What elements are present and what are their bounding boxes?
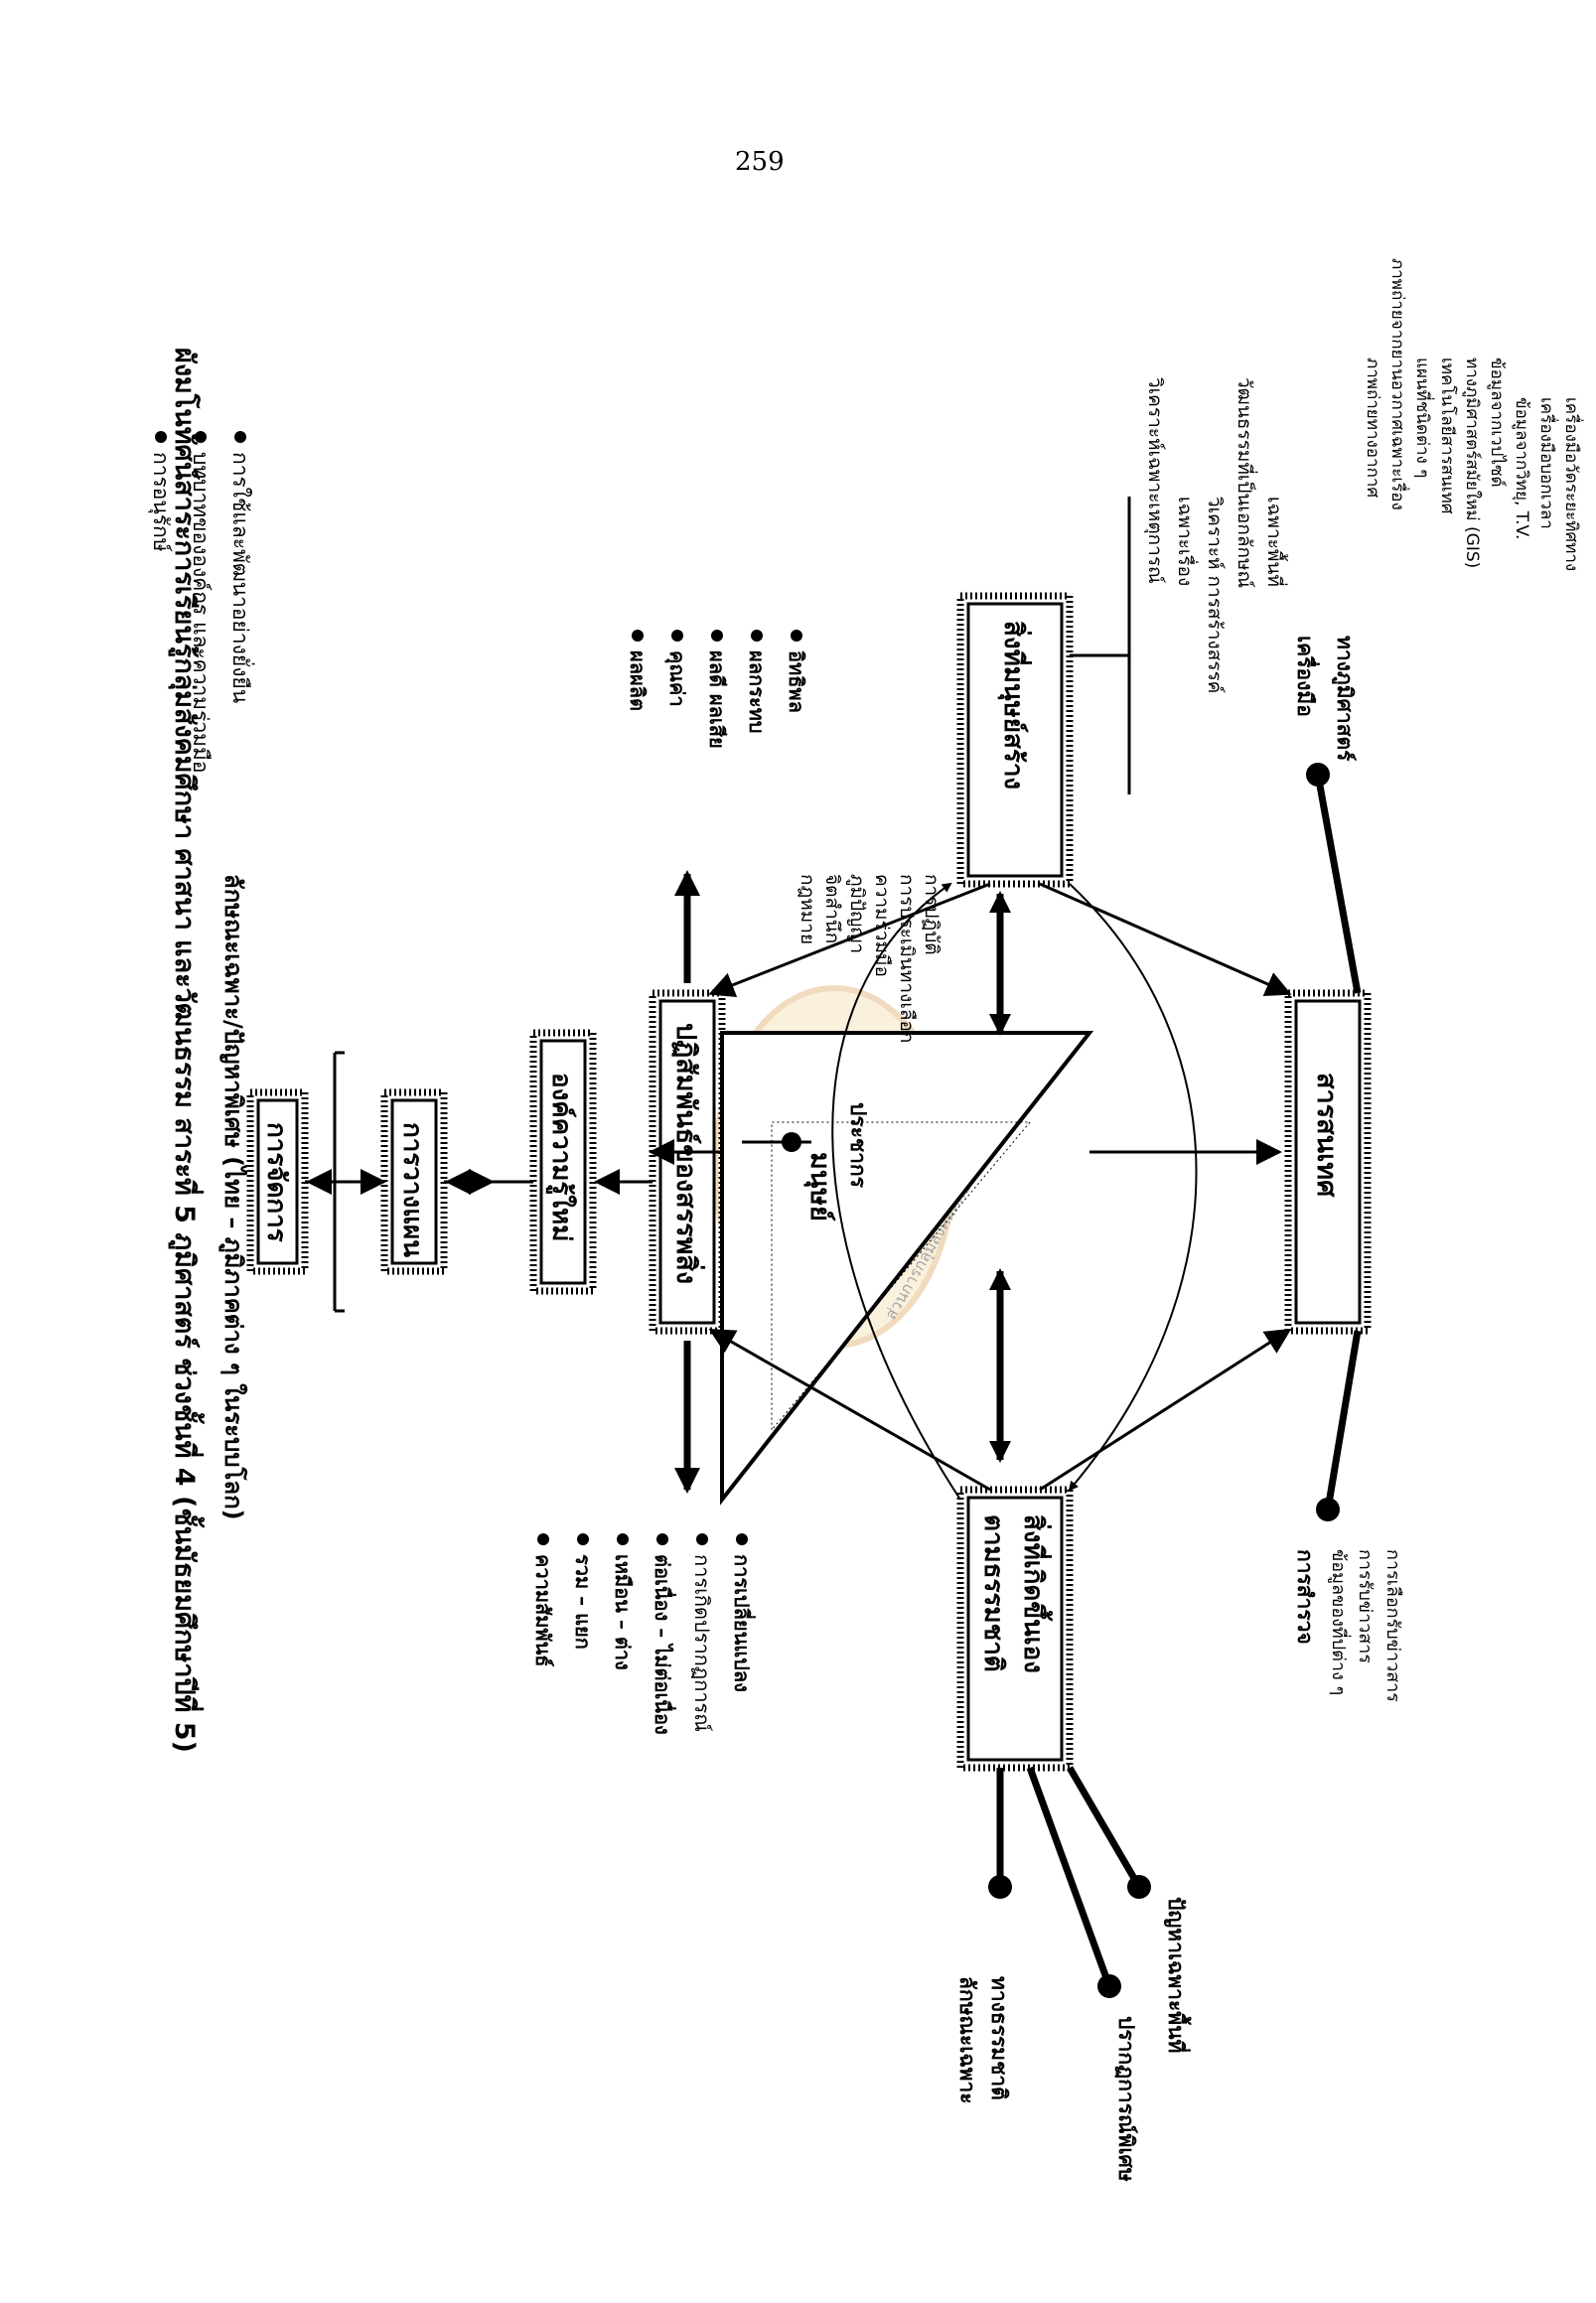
management-note-1: การใช้และพัฒนาอย่างยั่งยืน bbox=[228, 452, 255, 703]
interaction-label: ปฏิสัมพันธ์ของสรรพสิ่ง bbox=[670, 1023, 706, 1284]
human-node: มนุษย์ bbox=[720, 1031, 1094, 1506]
management-label: การจัดการ bbox=[261, 1122, 291, 1242]
natural-feature-1: ลักษณะเฉพาะ bbox=[955, 1976, 979, 2104]
tools-item-7: ข้อมูลจากวิทยุ, T.V. bbox=[1512, 397, 1531, 539]
relation-5: การเกิดปรากฏการณ์ bbox=[690, 1554, 714, 1732]
interaction-box: ปฏิสัมพันธ์ของสรรพสิ่ง bbox=[649, 989, 726, 1335]
tools-item-2: ภาพถ่ายจากยานอวกาศเฉพาะเรื่อง bbox=[1387, 258, 1410, 510]
tools-item-9: เครื่องมือวัดระยะทิศทาง bbox=[1561, 397, 1584, 571]
info-box: สารสนเทศ bbox=[1284, 989, 1372, 1335]
tools-item-3: แผนที่ชนิดต่าง ๆ bbox=[1412, 358, 1435, 478]
effect-4: ผลกระทบ bbox=[745, 650, 769, 733]
tools-item-6: ข้อมูลจากเวปไซด์ bbox=[1487, 358, 1508, 488]
effect-3: ผลดี ผลเสีย bbox=[705, 650, 729, 749]
survey-item-2: การรับข่าวสาร bbox=[1355, 1549, 1376, 1663]
page-number: 259 bbox=[735, 147, 785, 177]
manmade-item-4: วัฒนธรรมที่เป็นเอกลักษณ์ bbox=[1233, 377, 1258, 588]
management-notes: การใช้และพัฒนาอย่างยั่งยืน บทบาทขององค์ก… bbox=[148, 431, 255, 773]
new-knowledge-box: องค์ความรู้ใหม่ bbox=[529, 1029, 597, 1295]
manmade-label: สิ่งที่มนุษย์สร้าง bbox=[997, 621, 1033, 790]
tools-item-5: ทางภูมิศาสตร์สมัยใหม่ (GIS) bbox=[1462, 358, 1483, 568]
population-item-5: การประเมินทางเลือก bbox=[896, 874, 918, 1043]
manmade-item-3: วิเคราะห์ การสร้างสรรค์ bbox=[1204, 497, 1226, 694]
natural-feature-3: ปรากฏการณ์พิเศษ bbox=[1114, 2016, 1138, 2182]
survey-item-1: ข้อมูลของที่ปต่าง ๆ bbox=[1328, 1549, 1352, 1695]
natural-feature-4: ปัญหาเฉพาะพื้นที่ bbox=[1163, 1897, 1192, 2053]
population-item-2: จิตสำนึก bbox=[821, 874, 843, 943]
relation-2: รวม – แยก bbox=[571, 1554, 595, 1650]
effect-1: ผลผลิต bbox=[626, 650, 650, 711]
new-knowledge-label: องค์ความรู้ใหม่ bbox=[545, 1073, 577, 1241]
relation-1: ความสัมพันธ์ bbox=[531, 1554, 555, 1666]
relation-6: การเปลี่ยนแปลง bbox=[730, 1554, 757, 1692]
natural-label-1: สิ่งที่เกิดขึ้นเอง bbox=[1018, 1514, 1054, 1673]
population-items: กฎหมาย จิตสำนึก ภูมิปัญญา ความร่วมมือ กา… bbox=[797, 874, 943, 1043]
natural-label-2: ตามธรรมชาติ bbox=[978, 1514, 1008, 1672]
planning-box: การวางแผน bbox=[380, 1088, 448, 1275]
effect-5: อิทธิพล bbox=[785, 650, 808, 713]
manmade-item-5: เฉพาะพื้นที่ bbox=[1263, 497, 1288, 587]
effect-2: คุณค่า bbox=[664, 650, 689, 707]
tools-sub: ทางภูมิศาสตร์ bbox=[1331, 636, 1357, 762]
diagram-subtitle: ลักษณะเฉพาะ/ปัญหาพิเศษ (ไทย – ภูมิภาคต่า… bbox=[218, 874, 248, 1520]
relation-bullets: ความสัมพันธ์ รวม – แยก เหมือน – ต่าง ต่อ… bbox=[531, 1533, 757, 1735]
population-item-3: ภูมิปัญญา bbox=[846, 874, 868, 953]
relation-3: เหมือน – ต่าง bbox=[611, 1554, 635, 1670]
population-item-4: ความร่วมมือ bbox=[871, 874, 893, 977]
info-label: สารสนเทศ bbox=[1311, 1073, 1342, 1198]
manmade-item-1: วิเคราะห์เฉพาะเหตุการณ์ bbox=[1143, 377, 1166, 584]
population-item-1: กฎหมาย bbox=[797, 874, 818, 944]
population-item-6: การปฏิบัติ bbox=[921, 874, 943, 955]
manmade-item-2: เฉพาะเรื่อง bbox=[1174, 497, 1199, 586]
survey-item-3: การเลือกรับข่าวสาร bbox=[1382, 1549, 1403, 1702]
manmade-box: สิ่งที่มนุษย์สร้าง bbox=[956, 592, 1074, 888]
natural-box: สิ่งที่เกิดขึ้นเอง ตามธรรมชาติ bbox=[956, 1486, 1074, 1772]
tools-item-4: เทคโนโลยีสารสนเทศ bbox=[1437, 358, 1458, 514]
natural-features: ลักษณะเฉพาะ ทางธรรมชาติ ปรากฏการณ์พิเศษ … bbox=[955, 1897, 1192, 2182]
tools-item-8: เครื่องมือบอกเวลา bbox=[1536, 397, 1559, 529]
management-note-3: การอนุรักษ์ bbox=[148, 452, 173, 552]
tools-label: เครื่องมือ bbox=[1293, 636, 1321, 717]
population-label: ประชากร bbox=[846, 1102, 870, 1189]
natural-feature-2: ทางธรรมชาติ bbox=[987, 1976, 1011, 2100]
diagram-title: ผังมโนทัศน์สาระการเรียนรู้กลุ่มสังคมศึกษ… bbox=[168, 348, 206, 1753]
tools-items: ภาพถ่ายทางอากาศ ภาพถ่ายจากยานอวกาศเฉพาะเ… bbox=[1363, 258, 1584, 571]
survey-label: การสำรวจ bbox=[1293, 1549, 1317, 1645]
survey-items: ข้อมูลของที่ปต่าง ๆ การรับข่าวสาร การเลื… bbox=[1328, 1549, 1403, 1702]
manmade-items: วิเคราะห์เฉพาะเหตุการณ์ เฉพาะเรื่อง วิเค… bbox=[1143, 377, 1288, 694]
human-label: มนุษย์ bbox=[803, 1152, 836, 1222]
management-note-2: บทบาทขององค์กร และความร่วมมือ bbox=[189, 452, 213, 773]
planning-label: การวางแผน bbox=[397, 1122, 427, 1257]
relation-4: ต่อเนื่อง – ไม่ต่อเนื่อง bbox=[651, 1554, 677, 1735]
tools-item-1: ภาพถ่ายทางอากาศ bbox=[1363, 358, 1382, 498]
effect-bullets: ผลผลิต คุณค่า ผลดี ผลเสีย ผลกระทบ อิทธิพ… bbox=[626, 630, 808, 749]
management-box: การจัดการ bbox=[246, 1088, 309, 1275]
